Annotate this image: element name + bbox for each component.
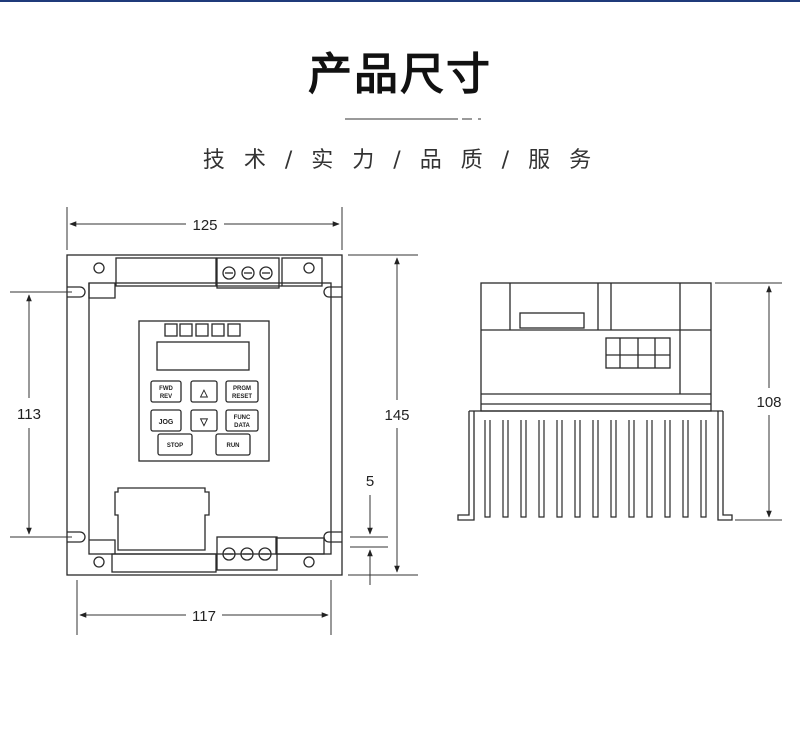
side-cover-tab (519, 312, 585, 329)
terminal-screw (222, 547, 236, 561)
dim-hole-offset (350, 495, 388, 585)
top-accent-rule (0, 0, 800, 2)
run-label: RUN (227, 443, 240, 449)
heatsink-fin (628, 420, 635, 518)
up-key (190, 380, 218, 403)
front-housing-outline (66, 254, 343, 576)
func-data-key (225, 409, 259, 432)
keypad-labels: FWD REV △ PRGM RESET JOG ▽ FUNC DATA STO… (159, 386, 253, 449)
heatsink-fin (646, 420, 653, 518)
heatsink-fins (484, 420, 707, 518)
fwd-rev-key (150, 380, 182, 403)
jog-label: JOG (159, 419, 174, 426)
heatsink-fin (682, 420, 689, 518)
terminal-screw (241, 266, 255, 280)
down-key (190, 409, 218, 432)
heatsink-fin (484, 420, 491, 518)
lower-connector-cover (114, 487, 210, 551)
heatsink-fin (574, 420, 581, 518)
dim-mount-width (76, 580, 332, 635)
display-window (156, 341, 250, 371)
func-label: FUNC (234, 415, 251, 421)
heatsink-fin (592, 420, 599, 518)
dim-label-hole-offset: 5 (366, 473, 374, 490)
dim-label-depth: 108 (756, 394, 781, 411)
heatsink-fin (556, 420, 563, 518)
heatsink-right-foot (717, 411, 733, 521)
dim-label-overall-height: 145 (384, 407, 409, 424)
heatsink-left-foot (457, 411, 475, 521)
title-underline-dash (462, 118, 472, 120)
dim-mount-height (10, 291, 72, 538)
front-panel-outline (88, 282, 332, 555)
indicator-led (211, 323, 225, 337)
indicator-led (164, 323, 178, 337)
reset-label: RESET (232, 394, 252, 400)
jog-key (150, 409, 182, 432)
prgm-reset-key (225, 380, 259, 403)
mount-hole-icon (93, 262, 105, 274)
indicator-led (179, 323, 193, 337)
bottom-cover-left (111, 553, 217, 573)
side-view (457, 282, 733, 521)
terminal-screw (240, 547, 254, 561)
title-underline (345, 118, 458, 120)
top-terminal-block (216, 257, 280, 289)
heatsink-fin (610, 420, 617, 518)
heatsink-fin (538, 420, 545, 518)
stop-key (157, 433, 193, 456)
prgm-label: PRGM (233, 386, 251, 392)
down-arrow-icon: ▽ (199, 417, 208, 428)
page-title: 产品尺寸 (308, 49, 492, 100)
dim-overall-height (348, 254, 418, 576)
keypad-module (138, 320, 270, 462)
dim-label-mount-height: 113 (17, 406, 41, 423)
heatsink-fin (502, 420, 509, 518)
fwd-label: FWD (159, 386, 173, 392)
title-underline-dot (478, 118, 481, 120)
indicator-led (195, 323, 209, 337)
mount-slot (323, 286, 342, 298)
mount-hole-icon (303, 262, 315, 274)
data-label: DATA (234, 423, 250, 429)
front-view (66, 254, 343, 576)
mount-hole-icon (93, 556, 105, 568)
dim-depth (715, 282, 782, 521)
mount-slot (67, 531, 86, 543)
top-cover-left (115, 257, 217, 287)
mount-hole-icon (303, 556, 315, 568)
heatsink-fin (700, 420, 707, 518)
terminal-screw (259, 266, 273, 280)
dim-label-mount-width: 117 (192, 608, 216, 625)
terminal-screw (222, 266, 236, 280)
heatsink-fin (664, 420, 671, 518)
bottom-terminal-block (216, 536, 278, 571)
page-subtitle: 技 术 / 实 力 / 品 质 / 服 务 (202, 148, 598, 173)
dim-label-overall-width: 125 (192, 217, 217, 234)
mount-slot (323, 531, 342, 543)
run-key (215, 433, 251, 456)
mount-slot (67, 286, 86, 298)
up-arrow-icon: △ (199, 388, 208, 399)
rev-label: REV (160, 394, 172, 400)
bottom-cover-right (275, 537, 325, 555)
dim-overall-width (66, 207, 343, 250)
heatsink-fin (520, 420, 527, 518)
indicator-led (227, 323, 241, 337)
terminal-screw (258, 547, 272, 561)
top-cover-right (281, 257, 323, 287)
stop-label: STOP (167, 443, 183, 449)
top-strip-left (88, 283, 116, 299)
side-housing-outline (480, 282, 712, 412)
